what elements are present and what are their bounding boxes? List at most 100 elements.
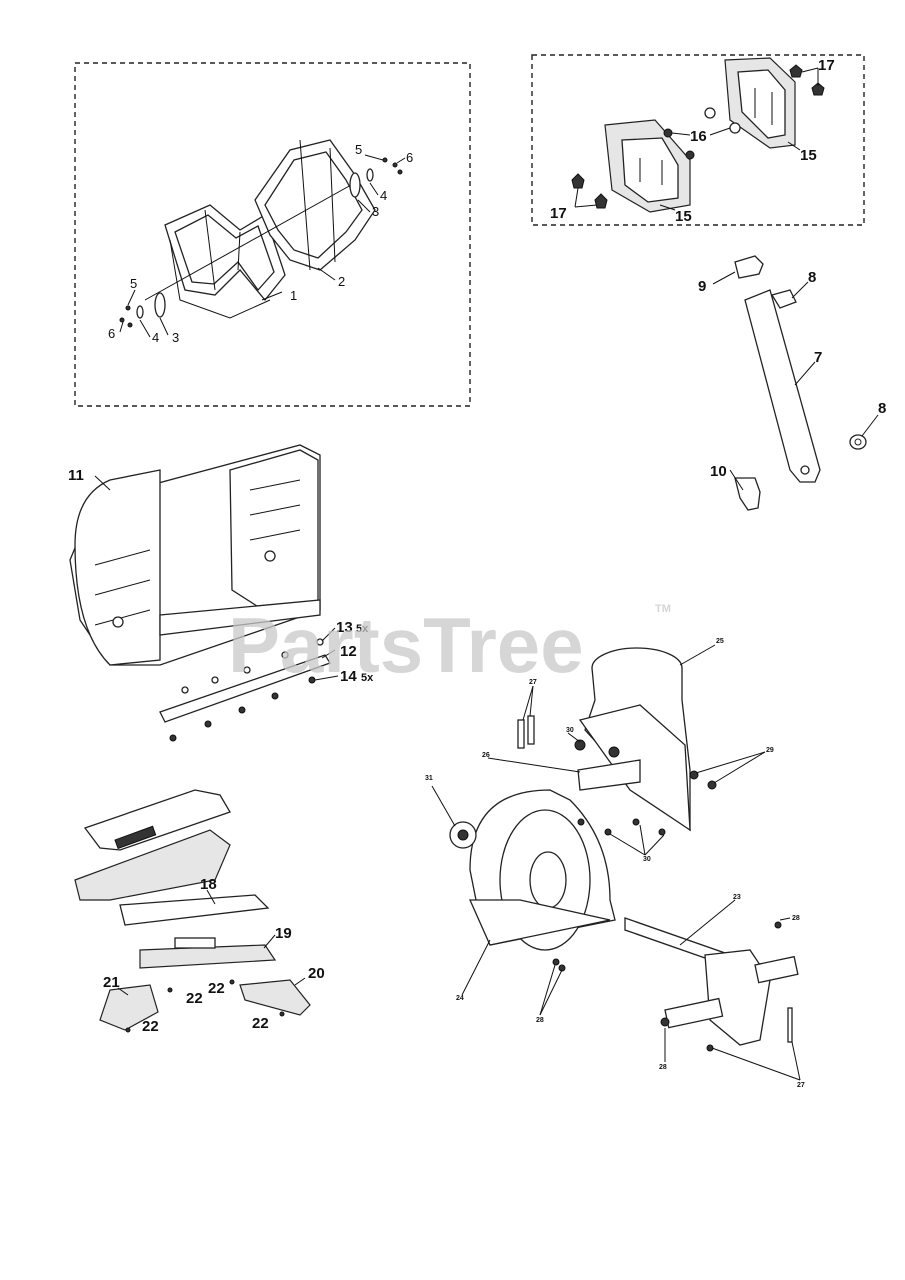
label-30-top: 30 xyxy=(566,727,574,734)
label-4-right: 4 xyxy=(380,188,387,203)
skid-shoe-rear xyxy=(724,57,796,149)
chute xyxy=(578,647,691,832)
label-22-low: 22 xyxy=(252,1015,269,1032)
label-5-right: 5 xyxy=(355,142,362,157)
label-24: 24 xyxy=(456,995,464,1002)
handle-rod-18 xyxy=(119,894,270,926)
housing-side-right xyxy=(229,449,319,609)
lever-assembly: 9 8 7 8 10 xyxy=(698,255,886,511)
label-8-right: 8 xyxy=(878,400,886,417)
nut-left-1 xyxy=(119,317,125,323)
scraper-bolts xyxy=(181,638,324,694)
label-25: 25 xyxy=(716,638,724,645)
label-17-left: 17 xyxy=(550,205,567,222)
label-31: 31 xyxy=(425,775,433,782)
scraper-bar xyxy=(159,654,331,723)
label-15-right: 15 xyxy=(800,147,817,164)
label-27-bottom: 27 xyxy=(797,1082,805,1089)
flange-nut-1 xyxy=(571,173,585,189)
skid-frame xyxy=(531,54,865,226)
label-17-right: 17 xyxy=(818,57,835,74)
label-12: 12 xyxy=(340,643,357,660)
clevis-pin-10 xyxy=(734,477,761,511)
skid-bolt-2 xyxy=(685,150,695,160)
label-16: 16 xyxy=(690,128,707,145)
carriage-bolt-1 xyxy=(704,107,716,119)
auger-assembly: 1 2 3 3 4 4 5 5 6 6 xyxy=(74,62,471,407)
skid-bolt-1 xyxy=(663,128,673,138)
label-19: 19 xyxy=(275,925,292,942)
bearing-right xyxy=(349,172,361,198)
label-15-left: 15 xyxy=(675,208,692,225)
label-28-bottom: 28 xyxy=(536,1017,544,1024)
flange-nut-3 xyxy=(789,64,803,78)
nut-right-2 xyxy=(397,169,403,175)
label-21: 21 xyxy=(103,974,120,991)
impeller-hardware xyxy=(517,715,793,1052)
skid-shoe-front xyxy=(604,119,691,213)
label-11: 11 xyxy=(68,467,84,484)
handle-cover-assembled xyxy=(74,829,231,901)
label-2: 2 xyxy=(338,274,345,289)
watermark-tm: TM xyxy=(655,603,671,615)
flange-nut-2 xyxy=(594,193,608,209)
label-29: 29 xyxy=(766,747,774,754)
label-8-top: 8 xyxy=(808,269,816,286)
bearing-hole-left xyxy=(112,616,124,628)
label-6-right: 6 xyxy=(406,150,413,165)
cover-left-21 xyxy=(99,984,159,1031)
label-13: 13 xyxy=(336,619,353,636)
shear-bolt-right xyxy=(382,157,388,163)
gearbox xyxy=(704,949,771,1046)
cover-right-20 xyxy=(239,979,311,1016)
label-28-gearbox: 28 xyxy=(659,1064,667,1071)
washer-right xyxy=(366,168,374,182)
washer-left xyxy=(136,305,144,319)
skid-shoe-assembly: 17 17 16 15 15 xyxy=(531,54,865,226)
label-22-right: 22 xyxy=(208,980,225,997)
shear-bolt-left xyxy=(125,305,131,311)
label-23: 23 xyxy=(733,894,741,901)
label-28-right: 28 xyxy=(792,915,800,922)
bearing-left xyxy=(154,292,166,318)
label-13-qty: 5x xyxy=(356,623,369,635)
nut-left-2 xyxy=(127,322,133,328)
label-7: 7 xyxy=(814,349,822,366)
label-3-right: 3 xyxy=(372,204,379,219)
lever-hole xyxy=(800,465,810,475)
label-4-left: 4 xyxy=(152,330,159,345)
auger-housing: 11 13 5x 12 14 5x xyxy=(68,444,374,742)
carriage-bolt-2 xyxy=(729,122,741,134)
label-1: 1 xyxy=(290,288,297,303)
label-3-left: 3 xyxy=(172,330,179,345)
flange-nut-4 xyxy=(811,82,825,96)
label-18: 18 xyxy=(200,876,217,893)
housing-side-left xyxy=(74,469,161,666)
watermark-brand: PartsTree xyxy=(228,601,584,689)
scraper-nuts xyxy=(169,676,316,742)
label-20: 20 xyxy=(308,965,325,982)
label-14: 14 xyxy=(340,668,357,685)
auger-flight-left xyxy=(164,204,286,319)
impeller-housing xyxy=(468,789,616,951)
nut-right-1 xyxy=(392,162,398,168)
plate-26 xyxy=(577,759,641,791)
label-27-top: 27 xyxy=(529,679,537,686)
nut-8-top xyxy=(770,289,797,309)
watermark: PartsTree TM xyxy=(228,601,671,689)
lever-arm xyxy=(744,289,821,483)
bearing-hole-right xyxy=(264,550,276,562)
label-10: 10 xyxy=(710,463,727,480)
label-14-qty: 5x xyxy=(361,672,374,684)
label-26: 26 xyxy=(482,752,490,759)
label-5-left: 5 xyxy=(130,276,137,291)
panel-19 xyxy=(139,944,277,969)
handle-assembly: 18 19 20 21 22 22 22 22 xyxy=(74,789,325,1035)
label-9: 9 xyxy=(698,278,706,295)
label-22-mid: 22 xyxy=(186,990,203,1007)
label-6-left: 6 xyxy=(108,326,115,341)
impeller-assembly: 25 27 26 30 29 31 30 23 28 24 28 28 27 xyxy=(425,638,805,1089)
carriage-bolt-9 xyxy=(734,255,764,279)
label-30-bottom: 30 xyxy=(643,856,651,863)
